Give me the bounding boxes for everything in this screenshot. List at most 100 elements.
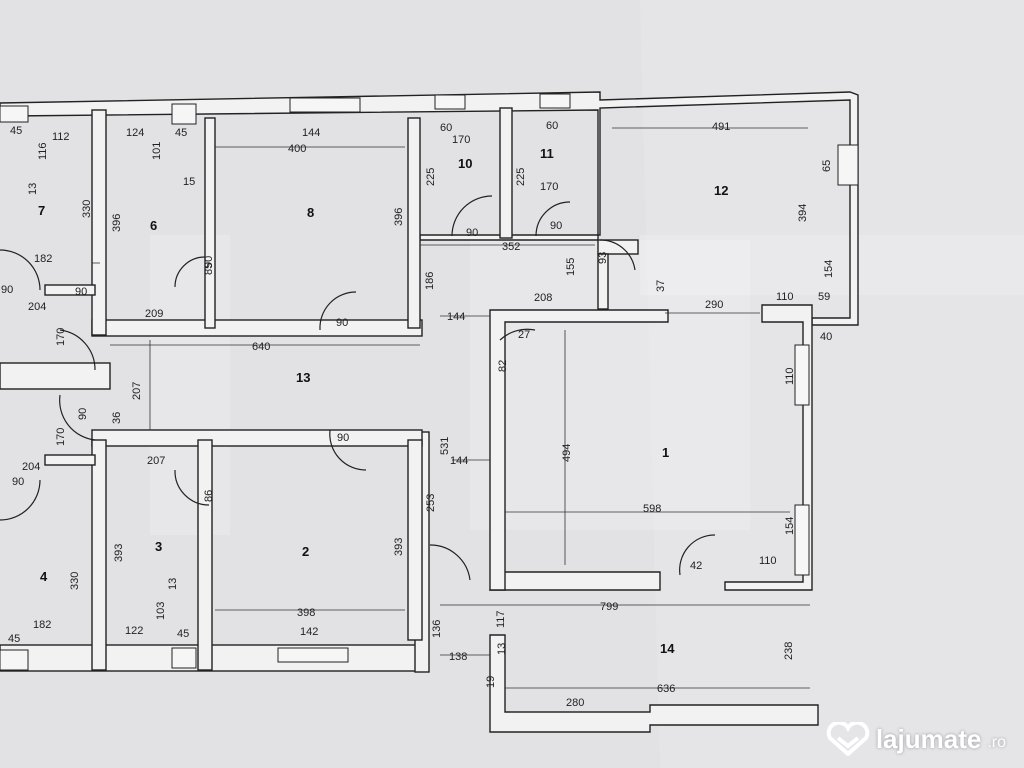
dimension-label: 117	[495, 610, 507, 628]
dimension-label: 238	[783, 642, 795, 660]
doors	[0, 195, 716, 581]
dimension-label: 207	[147, 455, 165, 467]
dimension-label: 45	[8, 633, 20, 645]
dimension-label: 396	[393, 208, 405, 226]
brand-name: lajumate	[875, 723, 982, 754]
dimension-label: 82	[497, 360, 509, 372]
dimension-label: 60	[440, 122, 452, 134]
dimension-label: 40	[820, 331, 832, 343]
dimension-label: 110	[776, 291, 794, 303]
dimension-label: 280	[566, 697, 584, 709]
dimension-label: 182	[33, 619, 51, 631]
dimension-label: 65	[821, 160, 833, 172]
dimension-label: 144	[450, 455, 468, 467]
room-label: 4	[40, 569, 48, 584]
windows	[0, 93, 859, 671]
dimension-label: 170	[55, 328, 67, 346]
dimension-label: 110	[784, 367, 796, 385]
dimension-label: 59	[818, 291, 830, 303]
dimension-label: 13	[167, 578, 179, 590]
dimension-label: 170	[540, 181, 558, 193]
dimension-label: 330	[69, 572, 81, 590]
dimension-label: 208	[534, 292, 552, 304]
dimension-label: 598	[643, 503, 661, 515]
dimension-lines	[92, 127, 810, 713]
room-label: 3	[155, 539, 162, 554]
dimension-label: 122	[125, 625, 143, 637]
room-label: 14	[660, 641, 675, 656]
dimension-label: 330	[81, 200, 93, 218]
dimension-label: 144	[447, 311, 465, 323]
room-label: 10	[458, 156, 472, 171]
dimension-label: 253	[425, 494, 437, 512]
dimension-label: 352	[502, 241, 520, 253]
dimension-label: 396	[111, 214, 123, 232]
dimension-label: 225	[515, 168, 527, 186]
dimension-label: 154	[823, 260, 835, 278]
dimension-label: 138	[449, 651, 467, 663]
room-label: 12	[714, 183, 728, 198]
lajumate-watermark: lajumate .ro	[826, 722, 1006, 756]
dimension-label: 182	[34, 253, 52, 265]
dimension-label: 45	[177, 628, 189, 640]
dimension-label: 27	[518, 329, 530, 341]
dimension-label: 116	[37, 142, 49, 160]
dimension-label: 144	[302, 127, 320, 139]
dimension-label: 154	[784, 517, 796, 535]
dimension-label: 90	[12, 476, 24, 488]
dimension-label: 170	[452, 134, 470, 146]
dimension-label: 42	[690, 560, 702, 572]
dimension-label: 15	[183, 176, 195, 188]
dimension-label: 90	[336, 317, 348, 329]
dimension-label: 204	[22, 461, 40, 473]
dimension-label: 204	[28, 301, 46, 313]
dimension-label: 155	[565, 258, 577, 276]
dimension-label: 101	[151, 142, 163, 160]
dimension-label: 799	[600, 601, 618, 613]
dimension-label: 186	[424, 272, 436, 290]
dimension-label: 494	[561, 444, 573, 462]
vertical-dimensions: 396 396 330 116 13 101 85 186 225 225 15…	[27, 142, 835, 688]
brand-tld: .ro	[987, 734, 1006, 751]
dimension-label: 398	[297, 607, 315, 619]
dimension-label: 36	[111, 412, 123, 424]
dimension-label: 13	[27, 183, 39, 195]
room-label: 7	[38, 203, 45, 218]
dimension-label: 636	[657, 683, 675, 695]
dimension-label: 225	[425, 168, 437, 186]
dimension-label: 170	[55, 428, 67, 446]
dimension-label: 86	[203, 490, 215, 502]
dimension-label: 103	[155, 602, 167, 620]
dimension-label: 90	[550, 220, 562, 232]
dimension-label: 110	[759, 555, 777, 567]
dimension-label: 491	[712, 121, 730, 133]
dimension-label: 90	[466, 227, 478, 239]
dimension-label: 90	[75, 286, 87, 298]
dimension-label: 209	[145, 308, 163, 320]
room-label: 8	[307, 205, 314, 220]
dimension-label: 142	[300, 626, 318, 638]
dimension-label: 112	[52, 131, 70, 143]
dimension-label: 124	[126, 127, 144, 139]
dimension-label: 90	[203, 256, 215, 268]
dimension-label: 531	[439, 437, 451, 455]
room-label: 1	[662, 445, 669, 460]
dimension-label: 60	[546, 120, 558, 132]
room-label: 11	[540, 146, 554, 161]
room-label: 6	[150, 218, 157, 233]
dimension-label: 90	[1, 284, 13, 296]
dimension-label: 37	[655, 280, 667, 292]
dimension-label: 93	[597, 252, 609, 264]
dimension-label: 207	[131, 382, 143, 400]
dimension-label: 393	[393, 538, 405, 556]
dimension-label: 45	[10, 125, 22, 137]
room-label: 2	[302, 544, 309, 559]
dimension-label: 400	[288, 143, 306, 155]
dimension-label: 85	[203, 263, 215, 275]
room-label: 13	[296, 370, 310, 385]
dimension-label: 394	[797, 204, 809, 222]
dimension-label: 90	[77, 408, 89, 420]
dimension-label: 136	[431, 620, 443, 638]
dimension-label: 393	[113, 544, 125, 562]
